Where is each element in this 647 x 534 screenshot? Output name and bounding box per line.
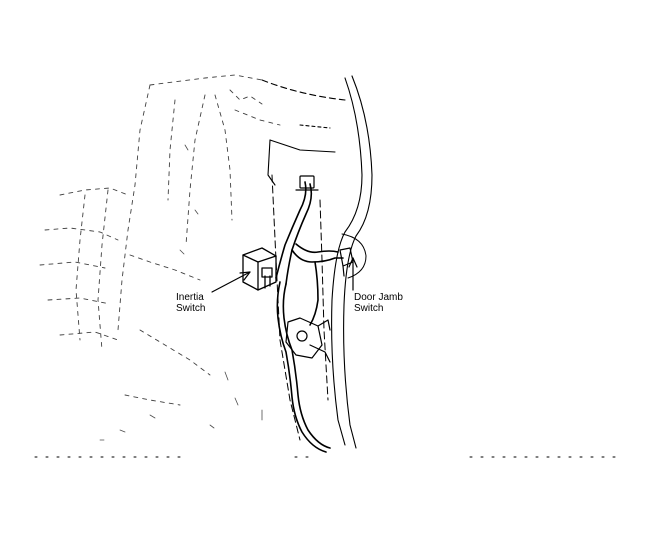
door-edge-panel <box>271 174 329 441</box>
door-jamb-switch-callout-arrow <box>348 257 358 291</box>
door-latch-bracket <box>285 317 331 363</box>
inertia-switch-label-line1: Inertia <box>176 292 204 303</box>
inertia-switch-label: Inertia Switch <box>176 292 205 314</box>
upper-connector <box>295 175 319 191</box>
door-jamb-switch-label-line2: Switch <box>354 303 384 314</box>
body-panel-outline <box>39 74 281 406</box>
inertia-switch-callout-arrow <box>211 271 251 293</box>
inertia-switch-label-line2: Switch <box>176 303 206 314</box>
door-jamb-switch-label-line1: Door Jamb <box>354 292 403 303</box>
texture-marks <box>99 144 263 441</box>
door-jamb-switch-label: Door Jamb Switch <box>354 292 403 314</box>
wiring-harness <box>275 181 344 453</box>
inertia-switch <box>242 247 277 291</box>
